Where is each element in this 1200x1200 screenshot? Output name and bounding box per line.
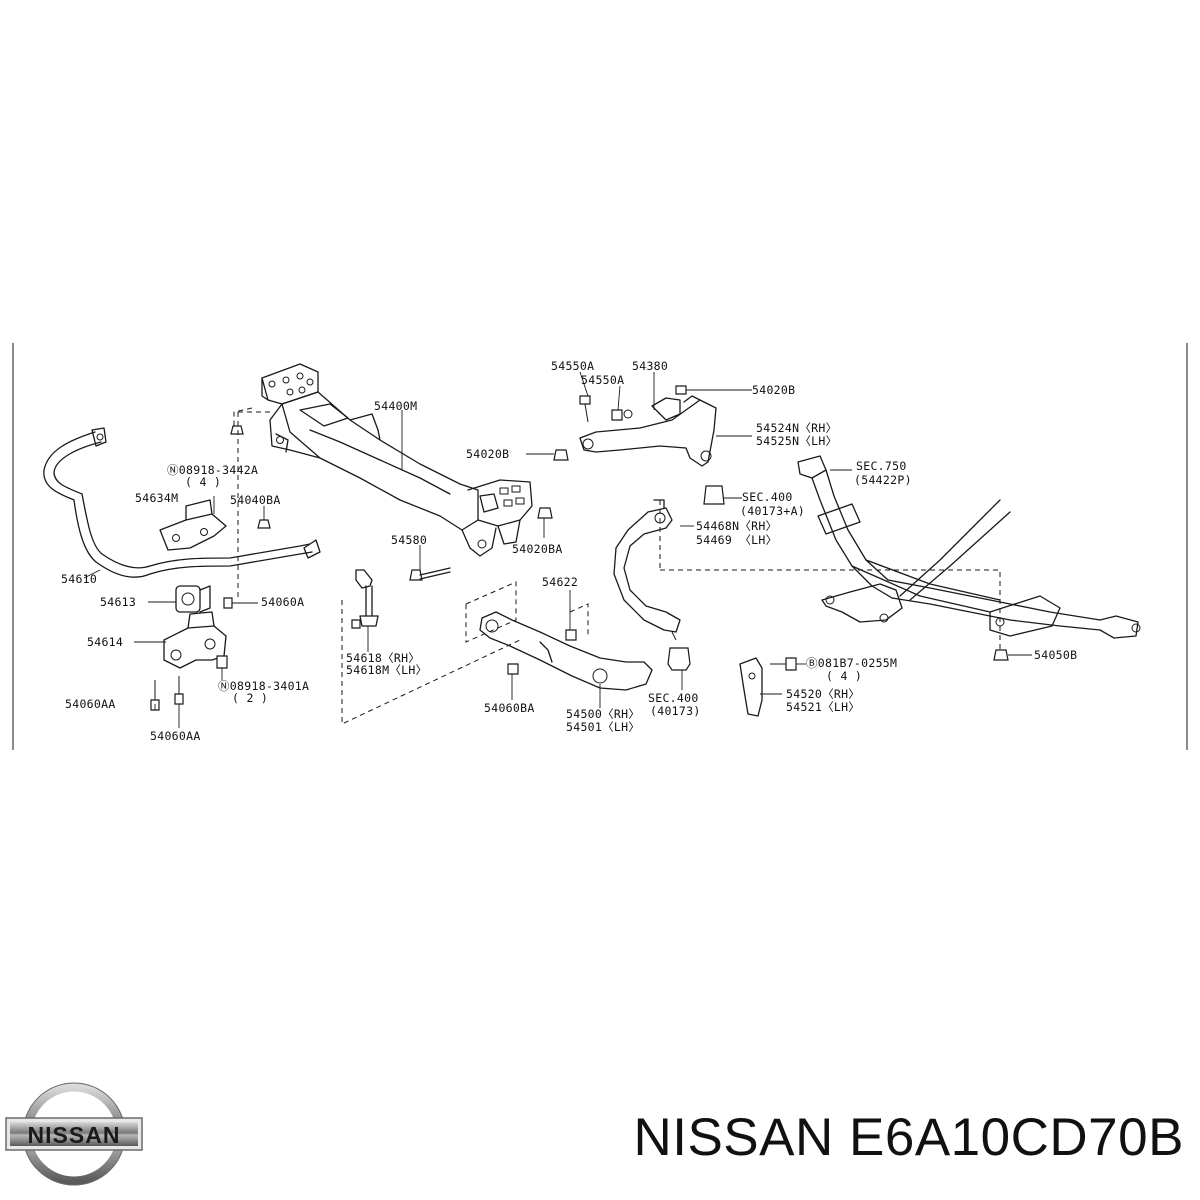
callout-54060AA-2: 54060AA bbox=[150, 729, 201, 743]
nissan-logo-text: NISSAN bbox=[28, 1122, 121, 1148]
callout-54580: 54580 bbox=[391, 533, 427, 547]
compression-rod bbox=[479, 611, 653, 691]
product-title: NISSAN E6A10CD70B bbox=[633, 1108, 1184, 1167]
nut-54020B-lower bbox=[553, 449, 569, 461]
callout-sec400-b: SEC.400 bbox=[648, 691, 699, 705]
transverse-link bbox=[613, 485, 725, 671]
callout-sec750-ref: (54422P) bbox=[854, 473, 912, 487]
callout-sec400-b-ref: (40173) bbox=[650, 704, 701, 718]
callout-54618: 54618〈RH〉 bbox=[346, 651, 420, 665]
callout-54050B: 54050B bbox=[1034, 648, 1077, 662]
nut-54020BA bbox=[537, 507, 553, 519]
callout-54622: 54622 bbox=[542, 575, 578, 589]
callout-08918-3401A: Ⓝ08918-3401A bbox=[218, 679, 309, 693]
nut-54050B bbox=[993, 649, 1009, 661]
callout-08918-3442A-qty: ( 4 ) bbox=[185, 475, 221, 489]
callout-54020BA: 54020BA bbox=[512, 542, 563, 556]
link-bracket bbox=[739, 657, 797, 717]
stabilizer-link bbox=[351, 569, 379, 629]
callout-081B7-0255M-qty: ( 4 ) bbox=[826, 669, 862, 683]
callout-54468N: 54468N〈RH〉 bbox=[696, 519, 777, 533]
callout-54060A: 54060A bbox=[261, 595, 304, 609]
callout-54020B: 54020B bbox=[752, 383, 795, 397]
callout-54614: 54614 bbox=[87, 635, 123, 649]
callout-08918-3442A: Ⓝ08918-3442A bbox=[167, 463, 258, 477]
crossmember-bolt bbox=[409, 567, 451, 581]
callout-54400M: 54400M bbox=[374, 399, 417, 413]
callout-labels: 54550A 54380 54550A 54020B 54400M 54524N… bbox=[61, 359, 1077, 743]
callout-54550A-2: 54550A bbox=[581, 373, 624, 387]
callout-54380: 54380 bbox=[632, 359, 668, 373]
callout-54520: 54520〈RH〉 bbox=[786, 687, 860, 701]
dashed-guides bbox=[233, 407, 1001, 725]
callout-081B7-0255M: Ⓑ081B7-0255M bbox=[806, 656, 897, 670]
callout-54524N: 54524N〈RH〉 bbox=[756, 421, 837, 435]
callout-sec400-a-ref: (40173+A) bbox=[740, 504, 805, 518]
crossmember bbox=[261, 363, 533, 557]
callout-54610: 54610 bbox=[61, 572, 97, 586]
callout-54501: 54501〈LH〉 bbox=[566, 720, 640, 734]
callout-sec750: SEC.750 bbox=[856, 459, 907, 473]
callout-54060BA: 54060BA bbox=[484, 701, 535, 715]
stabilizer-bushing bbox=[175, 585, 211, 613]
stabilizer-bar bbox=[43, 427, 321, 578]
callout-54521: 54521〈LH〉 bbox=[786, 700, 860, 714]
callout-08918-3401A-qty: ( 2 ) bbox=[232, 691, 268, 705]
callout-54060AA: 54060AA bbox=[65, 697, 116, 711]
callout-54618M: 54618M〈LH〉 bbox=[346, 663, 427, 677]
callout-54469: 54469 〈LH〉 bbox=[696, 533, 777, 547]
stabilizer-clamp bbox=[159, 499, 227, 551]
callout-54525N: 54525N〈LH〉 bbox=[756, 434, 837, 448]
strut-tower-bar bbox=[797, 455, 1141, 639]
callout-sec400-a: SEC.400 bbox=[742, 490, 793, 504]
leader-lines bbox=[83, 371, 1032, 728]
callout-54500: 54500〈RH〉 bbox=[566, 707, 640, 721]
nissan-logo: NISSAN bbox=[5, 1082, 143, 1186]
callout-54040BA: 54040BA bbox=[230, 493, 281, 507]
callout-54613: 54613 bbox=[100, 595, 136, 609]
callout-54634M: 54634M bbox=[135, 491, 178, 505]
callout-54020B-2: 54020B bbox=[466, 447, 509, 461]
callout-54550A: 54550A bbox=[551, 359, 594, 373]
upper-link bbox=[579, 385, 717, 467]
